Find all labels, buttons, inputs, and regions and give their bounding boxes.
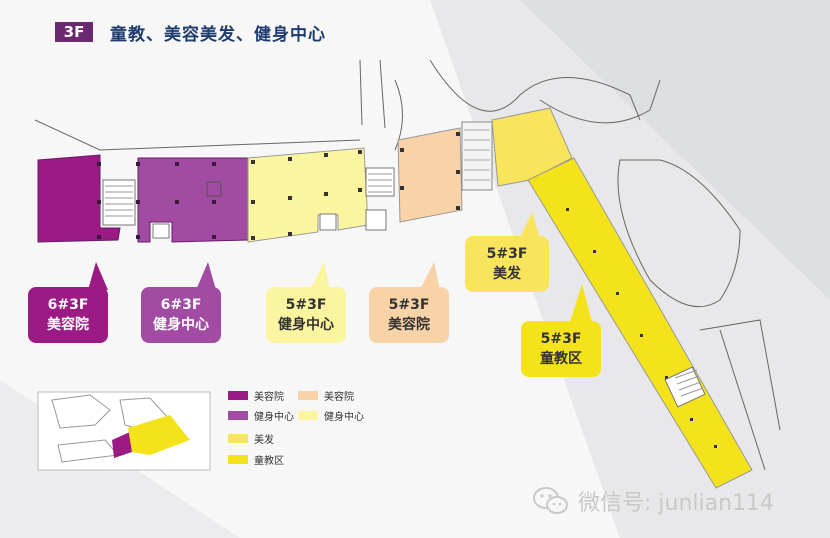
legend-label: 童教区: [254, 456, 284, 467]
legend-item: 美容院: [298, 388, 354, 403]
legend-label: 美发: [254, 435, 274, 446]
callout-label: 美容院: [47, 317, 89, 333]
callout-label: 健身中心: [153, 317, 209, 333]
legend-item: 美容院: [228, 388, 284, 403]
callout-label: 童教区: [540, 351, 582, 367]
callout-6-beauty[interactable]: 6#3F 美容院: [28, 287, 108, 343]
callout-building: 6#3F: [160, 297, 202, 313]
wechat-icon: [533, 487, 568, 514]
callout-label: 美发: [493, 266, 521, 282]
callout-label: 美容院: [388, 317, 430, 333]
callout-building: 5#3F: [388, 297, 430, 313]
legend-item: 童教区: [228, 452, 284, 467]
callout-building: 5#3F: [285, 297, 327, 313]
callout-building: 5#3F: [486, 246, 528, 262]
legend-label: 美容院: [324, 392, 354, 403]
callout-6-fitness[interactable]: 6#3F 健身中心: [141, 287, 221, 343]
callout-5-hair[interactable]: 5#3F 美发: [465, 236, 549, 292]
legend-item: 美发: [228, 431, 274, 446]
callout-building: 5#3F: [540, 331, 582, 347]
callout-building: 6#3F: [47, 297, 89, 313]
watermark: 微信号: junlian114: [532, 485, 774, 517]
legend-label: 健身中心: [254, 412, 294, 423]
legend-swatch: [228, 411, 248, 420]
callout-5-kids[interactable]: 5#3F 童教区: [521, 321, 601, 377]
legend-item: 健身中心: [228, 408, 294, 423]
watermark-text: 微信号: junlian114: [578, 491, 775, 516]
legend-label: 美容院: [254, 392, 284, 403]
floor-badge: 3F: [55, 22, 93, 42]
legend-swatch: [298, 391, 318, 400]
page-title: 童教、美容美发、健身中心: [110, 25, 326, 45]
legend-swatch: [228, 455, 248, 464]
legend-swatch: [298, 411, 318, 420]
legend-swatch: [228, 391, 248, 400]
legend-label: 健身中心: [324, 412, 364, 423]
callout-5-beauty[interactable]: 5#3F 美容院: [369, 287, 449, 343]
callout-5-fitness[interactable]: 5#3F 健身中心: [266, 287, 346, 343]
callout-label: 健身中心: [278, 317, 334, 333]
legend-item: 健身中心: [298, 408, 364, 423]
legend-swatch: [228, 434, 248, 443]
